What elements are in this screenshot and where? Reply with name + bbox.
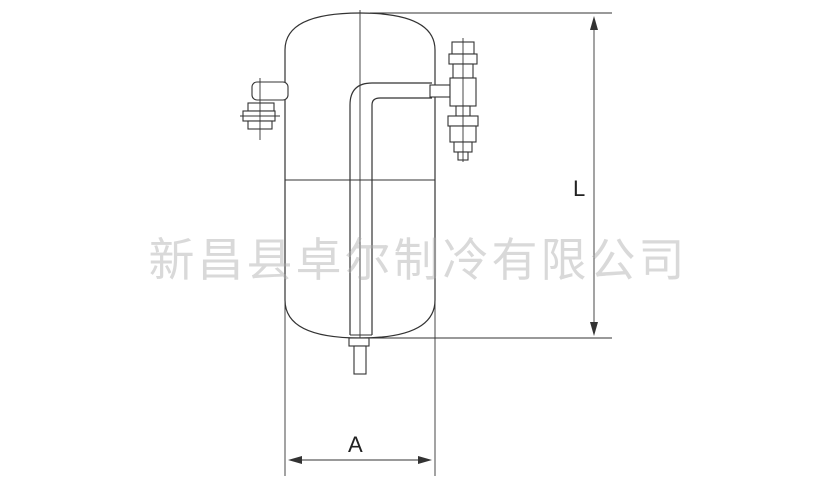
width-dimension [288, 456, 432, 464]
height-dimension [590, 16, 598, 336]
width-label: A [348, 432, 363, 457]
vessel-body [284, 10, 436, 340]
valve-assembly [447, 38, 479, 162]
left-fitting [240, 78, 289, 140]
drain-pipe [348, 337, 370, 375]
height-label: L [573, 176, 585, 201]
